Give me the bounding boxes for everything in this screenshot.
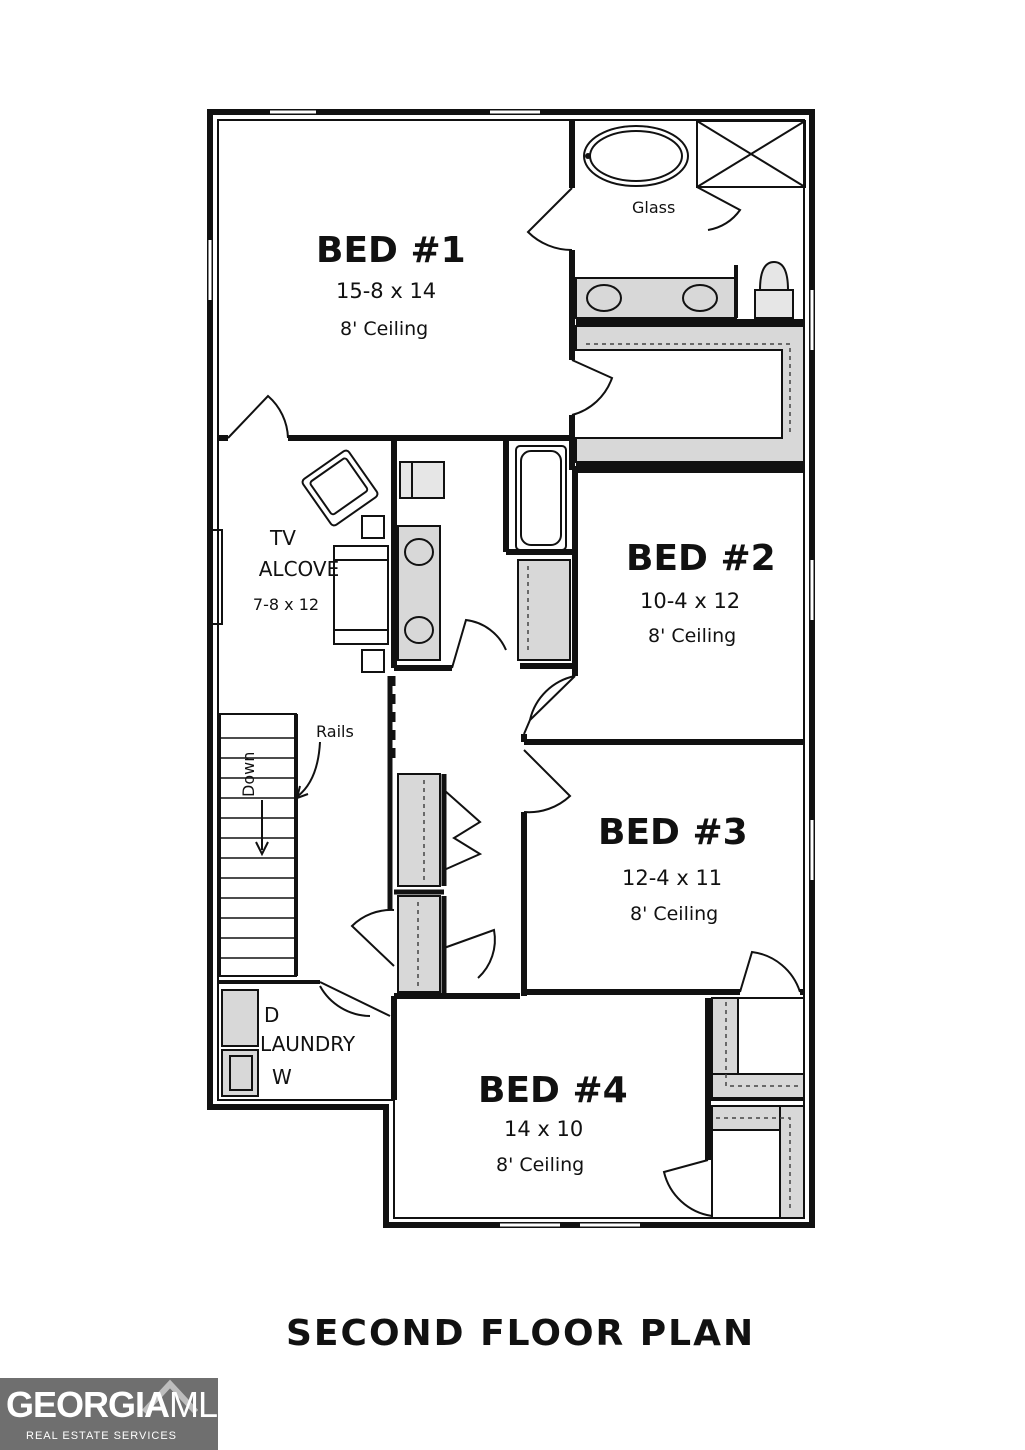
bed1-dims: 15-8 x 14 xyxy=(336,279,436,303)
bedroom-walls xyxy=(521,467,804,996)
stair-down-label: Down xyxy=(239,752,258,797)
tv-alcove-name-1: TV xyxy=(269,526,296,550)
laundry-dryer: D xyxy=(264,1003,279,1027)
hall-bath xyxy=(391,440,578,671)
bed4-dims: 14 x 10 xyxy=(504,1117,583,1141)
tv-alcove-name-2: ALCOVE xyxy=(259,557,340,581)
bed1-walls xyxy=(218,120,614,470)
bed3-ceiling: 8' Ceiling xyxy=(630,903,718,925)
tv-alcove-furniture xyxy=(211,449,396,760)
glass-label: Glass xyxy=(632,198,675,217)
bed2-name: BED #2 xyxy=(626,538,776,579)
bed4-closets xyxy=(391,996,805,1219)
laundry-fixtures xyxy=(218,980,391,1097)
stairs xyxy=(219,713,321,977)
bed1-ceiling: 8' Ceiling xyxy=(340,318,428,340)
logo-wordmark: GEORGIAMLS xyxy=(6,1384,218,1426)
laundry-name: LAUNDRY xyxy=(260,1032,356,1056)
master-bath xyxy=(575,120,806,469)
bed1-name: BED #1 xyxy=(316,230,466,271)
bed3-name: BED #3 xyxy=(598,812,748,853)
roof-icon xyxy=(141,1379,199,1415)
bed2-ceiling: 8' Ceiling xyxy=(648,625,736,647)
logo-brand-light: MLS xyxy=(169,1384,218,1425)
laundry-washer: W xyxy=(272,1065,292,1089)
bed2-dims: 10-4 x 12 xyxy=(640,589,740,613)
logo-brand-bold: GEORGIA xyxy=(6,1384,170,1425)
tv-alcove-dims: 7-8 x 12 xyxy=(253,595,319,614)
rails-label: Rails xyxy=(316,722,354,741)
hall-closets xyxy=(350,676,520,999)
georgia-mls-logo: GEORGIAMLS REAL ESTATE SERVICES xyxy=(0,1378,218,1450)
logo-tagline: REAL ESTATE SERVICES xyxy=(26,1430,178,1442)
bed4-ceiling: 8' Ceiling xyxy=(496,1154,584,1176)
bed4-name: BED #4 xyxy=(478,1070,628,1111)
plan-title: SECOND FLOOR PLAN xyxy=(286,1313,755,1354)
windows xyxy=(208,110,814,1227)
bed3-dims: 12-4 x 11 xyxy=(622,866,722,890)
